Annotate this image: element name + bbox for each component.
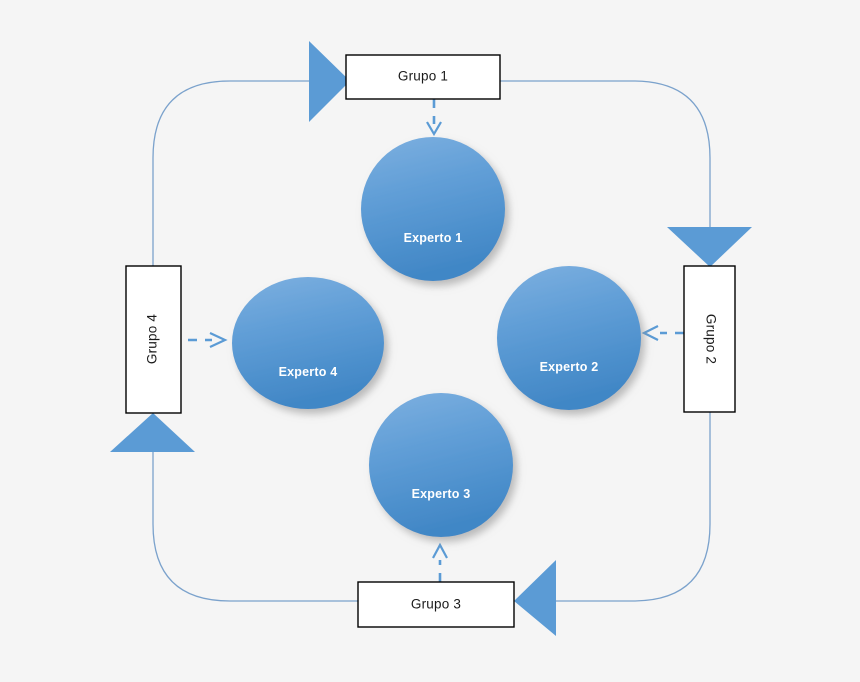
arrow-head-icon bbox=[209, 332, 228, 348]
grupo-2-label: Grupo 2 bbox=[703, 314, 718, 364]
grupo-4-node[interactable]: Grupo 4 bbox=[125, 265, 182, 414]
grupo-1-node[interactable]: Grupo 1 bbox=[345, 54, 501, 100]
arrow-head-icon bbox=[432, 542, 448, 559]
arrow-head-icon bbox=[641, 325, 659, 341]
grupo-4-label: Grupo 4 bbox=[145, 314, 160, 364]
grupo-3-node[interactable]: Grupo 3 bbox=[357, 581, 515, 628]
grupo-1-label: Grupo 1 bbox=[398, 69, 448, 84]
grupo-3-box[interactable] bbox=[357, 581, 515, 628]
loop-segment-right-to-bottom bbox=[556, 412, 711, 602]
arrow-grupo-2-to-experto-2 bbox=[641, 325, 684, 341]
experto-3-label: Experto 3 bbox=[412, 487, 471, 501]
experto-4-label: Experto 4 bbox=[279, 365, 338, 379]
loop-segment-bottom-to-left bbox=[152, 452, 358, 602]
grupo-1-box[interactable] bbox=[345, 54, 501, 100]
experto-1-label: Experto 1 bbox=[404, 231, 463, 245]
experto-1-node[interactable]: Experto 1 bbox=[361, 137, 505, 281]
cycle-loop-path bbox=[152, 80, 711, 602]
grupo-2-node[interactable]: Grupo 2 bbox=[683, 265, 736, 413]
experto-4-node[interactable]: Experto 4 bbox=[232, 277, 384, 409]
experto-3-shape[interactable] bbox=[369, 393, 513, 537]
experto-4-shape[interactable] bbox=[232, 277, 384, 409]
experto-2-shape[interactable] bbox=[497, 266, 641, 410]
cycle-arrow-into-grupo-2-icon bbox=[667, 227, 752, 267]
cycle-arrow-into-grupo-1-icon bbox=[309, 41, 350, 122]
loop-segment-left-to-top bbox=[152, 80, 312, 268]
experto-2-label: Experto 2 bbox=[540, 360, 599, 374]
arrow-head-icon bbox=[426, 121, 442, 137]
cycle-arrow-into-grupo-4-icon bbox=[110, 413, 195, 452]
arrow-grupo-3-to-experto-3 bbox=[432, 542, 448, 582]
cycle-arrow-into-grupo-3-icon bbox=[514, 560, 556, 636]
experto-3-node[interactable]: Experto 3 bbox=[369, 393, 513, 537]
grupo-4-box[interactable] bbox=[125, 265, 182, 414]
grupo-2-box[interactable] bbox=[683, 265, 736, 413]
experto-2-node[interactable]: Experto 2 bbox=[497, 266, 641, 410]
arrow-grupo-1-to-experto-1 bbox=[426, 99, 442, 137]
loop-segment-top-to-right bbox=[500, 80, 711, 230]
grupo-3-label: Grupo 3 bbox=[411, 597, 461, 612]
arrow-grupo-4-to-experto-4 bbox=[188, 332, 228, 348]
experto-1-shape[interactable] bbox=[361, 137, 505, 281]
